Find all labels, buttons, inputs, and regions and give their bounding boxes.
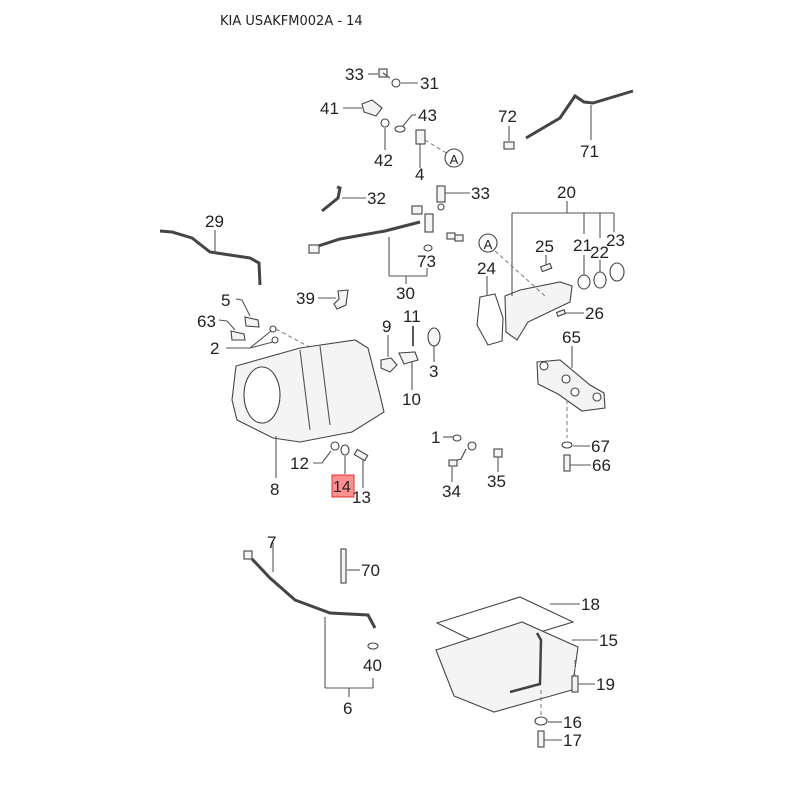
oring-1	[443, 434, 462, 442]
callout-41[interactable]: 41	[320, 99, 339, 118]
bracket-10	[398, 351, 419, 390]
callout-10[interactable]: 10	[402, 390, 421, 409]
extension-housing-20	[494, 201, 614, 341]
dipstick-tube-7	[243, 542, 377, 629]
clip-32	[321, 185, 366, 213]
washer-22	[593, 213, 607, 289]
bracket-9	[380, 335, 398, 373]
mount-65	[536, 346, 606, 438]
callout-4[interactable]: 4	[415, 165, 424, 184]
oring-73	[423, 244, 433, 252]
diagram-title: KIA USAKFM002A - 14	[220, 14, 363, 29]
callout-72[interactable]: 72	[498, 107, 517, 126]
callout-71[interactable]: 71	[580, 142, 599, 161]
callout-43[interactable]: 43	[418, 106, 437, 125]
callout-11[interactable]: 11	[403, 307, 421, 326]
callout-66[interactable]: 66	[592, 456, 611, 475]
ref-marker-a-label: A	[450, 152, 459, 167]
callout-70[interactable]: 70	[361, 561, 380, 580]
callout-39[interactable]: 39	[296, 289, 315, 308]
hose-5	[235, 298, 260, 328]
callout-6[interactable]: 6	[343, 699, 352, 718]
callout-22[interactable]: 22	[590, 243, 609, 262]
callout-25[interactable]: 25	[535, 237, 554, 256]
callout-33[interactable]: 33	[345, 65, 364, 84]
callout-20[interactable]: 20	[557, 183, 576, 202]
callout-1[interactable]: 1	[431, 428, 440, 447]
ref-marker-a-mid: A	[478, 233, 498, 253]
callout-63[interactable]: 63	[197, 312, 216, 331]
bolt-13	[353, 448, 369, 488]
bolt-33-top	[368, 68, 391, 79]
callout-40[interactable]: 40	[363, 656, 382, 675]
ref-marker-a-top: A	[444, 148, 464, 168]
bolt-19	[571, 675, 595, 693]
callout-29[interactable]: 29	[205, 212, 224, 231]
callout-18[interactable]: 18	[581, 595, 600, 614]
callout-34[interactable]: 34	[442, 482, 461, 501]
callout-9[interactable]: 9	[382, 317, 391, 336]
callout-73[interactable]: 73	[417, 252, 436, 271]
fitting-4	[415, 129, 449, 168]
callout-35[interactable]: 35	[487, 472, 506, 491]
callout-14[interactable]: 14	[333, 479, 351, 496]
callout-67[interactable]: 67	[591, 437, 610, 456]
washer-31	[391, 78, 418, 88]
seal-23	[609, 213, 625, 282]
callout-32[interactable]: 32	[367, 189, 386, 208]
callout-19[interactable]: 19	[596, 675, 615, 694]
wiring-harness-30	[308, 205, 464, 284]
callout-31[interactable]: 31	[420, 74, 439, 93]
tube-71	[525, 89, 634, 140]
callout-8[interactable]: 8	[270, 480, 279, 499]
washer-67	[561, 441, 590, 449]
callout-30[interactable]: 30	[396, 284, 415, 303]
bolt-25	[539, 255, 553, 273]
callout-labels: 33 31 41 43 42 4 72 71 32 33 20 29 25 21…	[197, 65, 625, 750]
oring-40	[367, 642, 379, 650]
transmission-case-8	[231, 339, 385, 478]
bolt-66	[563, 454, 591, 472]
sensor-41	[343, 99, 383, 117]
callout-2[interactable]: 2	[210, 339, 219, 358]
ref-marker-a-label: A	[484, 237, 493, 252]
callout-26[interactable]: 26	[585, 304, 604, 323]
sensor-34	[448, 441, 477, 482]
callout-7[interactable]: 7	[267, 533, 276, 552]
bolt-70	[340, 548, 360, 584]
callout-3[interactable]: 3	[429, 362, 438, 381]
callout-17[interactable]: 17	[563, 731, 582, 750]
washer-16	[534, 716, 562, 726]
highlighted-part-14-box[interactable]	[331, 474, 355, 498]
washer-42	[380, 118, 390, 150]
bolt-26	[555, 309, 584, 317]
bolt-33-mid	[436, 185, 470, 211]
callout-13[interactable]: 13	[352, 488, 371, 507]
washer-21	[577, 213, 591, 290]
elbow-39	[318, 289, 349, 310]
callout-24[interactable]: 24	[477, 259, 496, 278]
gasket-24	[476, 276, 504, 346]
callout-33b[interactable]: 33	[471, 184, 490, 203]
bolt-17	[537, 730, 562, 748]
callout-12[interactable]: 12	[290, 454, 309, 473]
bracket-line-6	[324, 617, 374, 697]
callout-16[interactable]: 16	[563, 713, 582, 732]
hose-63	[218, 319, 246, 341]
bolt-35	[493, 448, 503, 472]
oil-pan-15	[435, 621, 598, 715]
washer-12	[313, 441, 340, 464]
cable-29	[159, 229, 262, 286]
callout-5[interactable]: 5	[221, 291, 230, 310]
gear-3	[427, 327, 441, 362]
callout-21[interactable]: 21	[573, 236, 592, 255]
callout-65[interactable]: 65	[562, 328, 581, 347]
oring-43	[394, 114, 416, 133]
callout-15[interactable]: 15	[599, 631, 618, 650]
fitting-72	[503, 126, 515, 150]
callout-42[interactable]: 42	[374, 151, 393, 170]
oring-14	[340, 444, 350, 474]
callout-23[interactable]: 23	[606, 231, 625, 250]
